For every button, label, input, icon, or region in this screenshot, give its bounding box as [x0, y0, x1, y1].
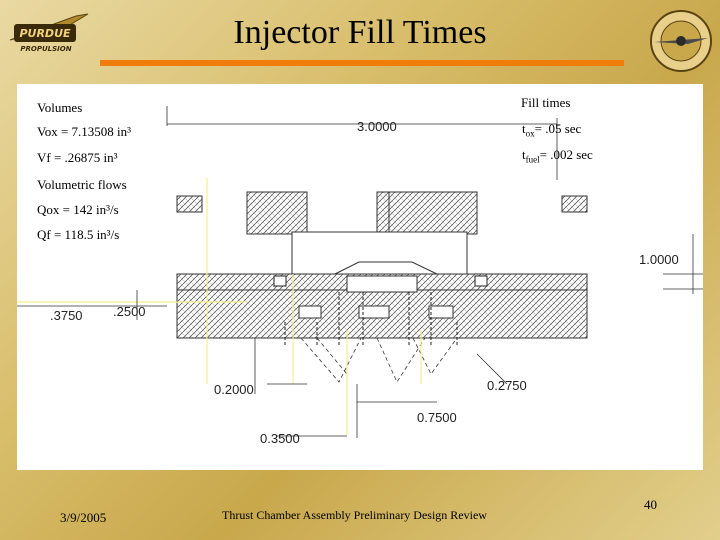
- svg-text:PROPULSION: PROPULSION: [20, 45, 71, 53]
- dim-width-total: 3.0000: [357, 119, 397, 134]
- dim-d1: .3750: [50, 308, 83, 323]
- fill-times-heading: Fill times: [521, 95, 571, 110]
- diagram-panel: 3.0000 1.0000 .3750 .2500 0.2000 0.2750 …: [17, 84, 703, 470]
- volumes-heading: Volumes: [37, 100, 83, 115]
- center-port: [346, 275, 418, 293]
- construction-lines: [17, 178, 422, 434]
- dim-d6: 0.3500: [260, 431, 300, 446]
- dim-height: 1.0000: [639, 252, 679, 267]
- fuel-channel-1: [298, 305, 322, 319]
- title-underline-bar: [100, 60, 624, 66]
- qox-value: Qox = 142 in³/s: [37, 202, 119, 217]
- dimension-lines: [17, 106, 703, 438]
- t-ox-number: = .05 sec: [534, 121, 582, 136]
- oring-left: [273, 275, 287, 287]
- slide-title: Injector Fill Times: [233, 14, 487, 51]
- oring-right: [474, 275, 488, 287]
- dim-d2: .2500: [113, 304, 146, 319]
- injector-cross-section-drawing: 3.0000 1.0000 .3750 .2500 0.2000 0.2750 …: [17, 106, 703, 446]
- footer-center-text: Thrust Chamber Assembly Preliminary Desi…: [222, 508, 487, 522]
- svg-text:PURDUE: PURDUE: [19, 27, 71, 40]
- t-ox-value: tox= .05 sec: [522, 121, 581, 139]
- t-fuel-subscript: fuel: [525, 154, 540, 165]
- manifold-body-right: [388, 191, 478, 235]
- t-fuel-number: = .002 sec: [539, 147, 593, 162]
- t-ox-subscript: ox: [525, 128, 535, 139]
- t-ox-label: t: [522, 121, 526, 136]
- bolt-pad-left: [176, 195, 203, 213]
- center-dome: [334, 261, 438, 275]
- purdue-propulsion-logo: PURDUE PROPULSION: [9, 13, 89, 53]
- flows-heading: Volumetric flows: [37, 177, 127, 192]
- dim-d4: 0.2750: [487, 378, 527, 393]
- fuel-channel-2: [358, 305, 390, 319]
- t-fuel-value: tfuel= .002 sec: [522, 147, 593, 165]
- t-fuel-label: t: [522, 147, 526, 162]
- purdue-aeronautics-seal: [650, 10, 712, 72]
- vf-value: Vf = .26875 in³: [37, 150, 118, 165]
- vox-value: Vox = 7.13508 in³: [37, 124, 132, 139]
- dim-d5: 0.7500: [417, 410, 457, 425]
- orifice-lines: [284, 292, 458, 346]
- footer-date: 3/9/2005: [60, 510, 107, 525]
- qf-value: Qf = 118.5 in³/s: [37, 227, 120, 242]
- fuel-channel-3: [428, 305, 454, 319]
- dim-d3: 0.2000: [214, 382, 254, 397]
- bolt-pad-right: [561, 195, 588, 213]
- footer-page-number: 40: [644, 497, 657, 512]
- spray-cones: [300, 337, 458, 383]
